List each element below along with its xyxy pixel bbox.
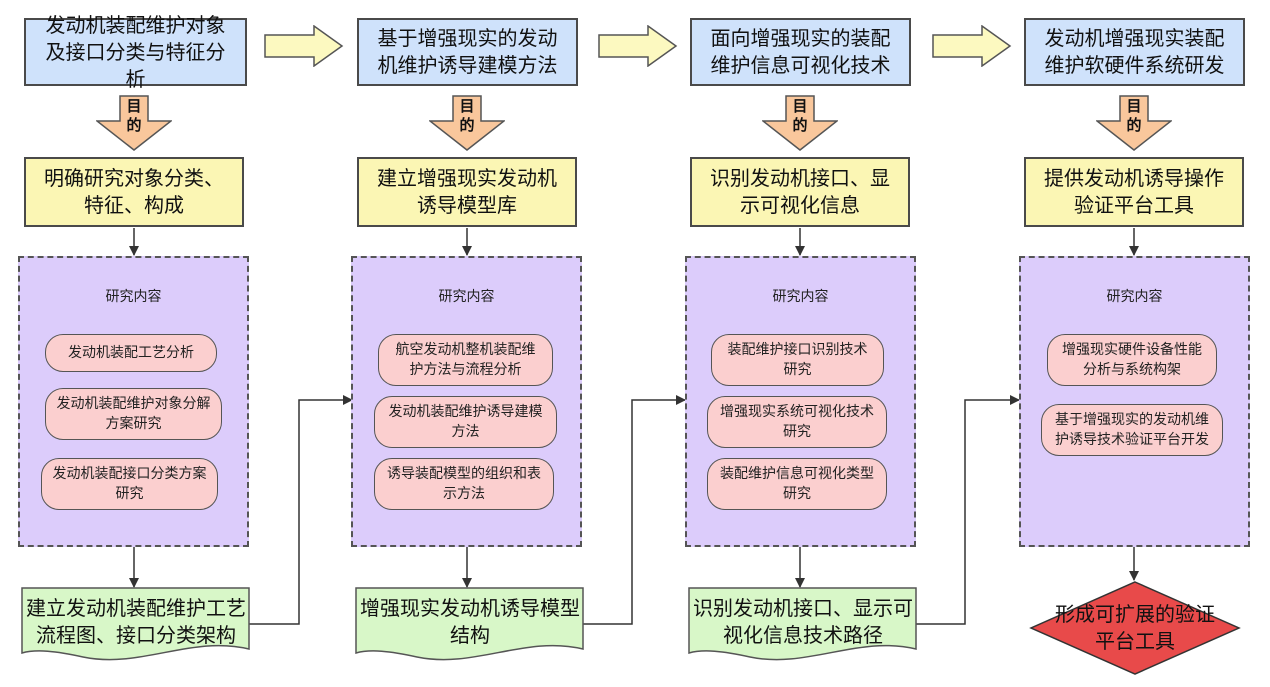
- goal-arrow-icon: [429, 95, 505, 151]
- column-1-goal-box: 明确研究对象分类、特征、构成: [24, 157, 244, 227]
- goal-arrow-icon: [1096, 95, 1172, 151]
- column-3-output-text: 识别发动机接口、显示可视化信息技术路径: [693, 596, 913, 647]
- output-to-next-connector-2: [582, 395, 686, 625]
- right-arrow-icon: [264, 25, 344, 67]
- panel-title: 研究内容: [438, 289, 495, 305]
- column-4-goal-box: 提供发动机诱导操作验证平台工具: [1024, 157, 1244, 227]
- right-arrow-icon: [598, 25, 678, 67]
- research-item: 增强现实系统可视化技术研究: [707, 396, 887, 448]
- research-item: 装配维护接口识别技术研究: [711, 334, 884, 386]
- column-4-final-diamond: [1029, 581, 1241, 675]
- right-arrow-icon: [932, 25, 1012, 67]
- column-2-output-shape: [355, 587, 584, 661]
- column-1-output-shape: [21, 587, 250, 661]
- panel-title: 研究内容: [1106, 289, 1163, 305]
- goal-arrow-icon: [762, 95, 838, 151]
- goal-label: 目的: [126, 97, 142, 134]
- panel-title: 研究内容: [772, 289, 829, 305]
- goal-arrow-icon: [96, 95, 172, 151]
- column-2-title-box: 基于增强现实的发动机维护诱导建模方法: [357, 18, 578, 86]
- output-to-next-connector-3: [915, 395, 1020, 625]
- research-item: 基于增强现实的发动机维护诱导技术验证平台开发: [1041, 404, 1223, 456]
- goal-label: 目的: [792, 97, 808, 134]
- column-2-goal-box: 建立增强现实发动机诱导模型库: [357, 157, 577, 227]
- research-item: 发动机装配维护对象分解方案研究: [45, 388, 222, 440]
- column-1-title-box: 发动机装配维护对象及接口分类与特征分析: [24, 13, 247, 91]
- column-2-output-text: 增强现实发动机诱导模型结构: [360, 596, 580, 647]
- column-4-research-panel: 研究内容: [1019, 256, 1250, 547]
- research-item: 发动机装配接口分类方案研究: [41, 458, 218, 510]
- research-item: 装配维护信息可视化类型研究: [707, 458, 887, 510]
- column-4-title-box: 发动机增强现实装配维护软硬件系统研发: [1024, 18, 1245, 86]
- column-1-output-text: 建立发动机装配维护工艺流程图、接口分类架构: [26, 596, 246, 647]
- goal-label: 目的: [1126, 97, 1142, 134]
- research-item: 诱导装配模型的组织和表示方法: [374, 458, 554, 510]
- column-3-title-box: 面向增强现实的装配维护信息可视化技术: [690, 18, 911, 86]
- research-item: 发动机装配工艺分析: [45, 334, 217, 372]
- research-item: 航空发动机整机装配维护方法与流程分析: [378, 334, 553, 386]
- goal-label: 目的: [459, 97, 475, 134]
- column-3-goal-box: 识别发动机接口、显示可视化信息: [690, 157, 910, 227]
- research-item: 增强现实硬件设备性能分析与系统构架: [1047, 334, 1217, 386]
- research-item: 发动机装配维护诱导建模方法: [374, 396, 557, 448]
- panel-title: 研究内容: [105, 289, 162, 305]
- output-to-next-connector-1: [248, 395, 353, 625]
- column-3-output-shape: [688, 587, 917, 661]
- column-4-output-text: 形成可扩展的验证平台工具: [1055, 602, 1215, 653]
